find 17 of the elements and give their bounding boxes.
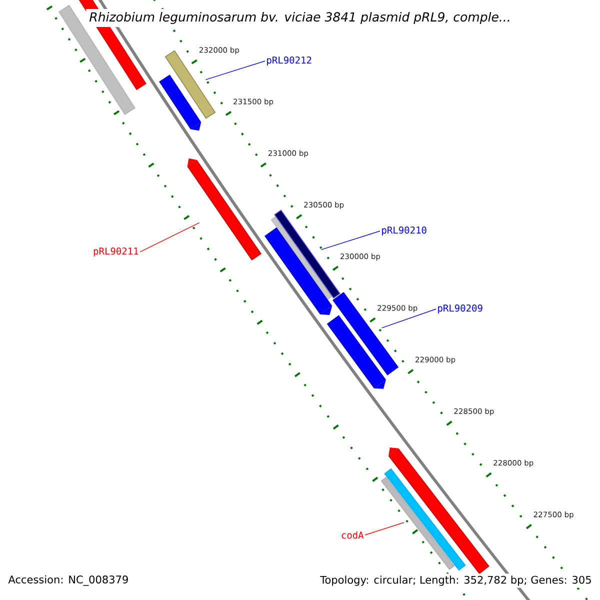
gene-bar [159, 74, 202, 131]
gene-label: pRL90209 [438, 304, 482, 314]
gene-label: pRL90212 [267, 56, 312, 66]
footer-text: Accession: NC_008379 [6, 573, 131, 588]
map-title: Rhizobium leguminosarum bv. viciae 3841 plasmid pRL9, comple... [86, 8, 514, 28]
gene-bar [326, 315, 386, 389]
leader-line [320, 230, 380, 250]
gene-label: pRL90211 [94, 247, 138, 256]
leader-line [381, 308, 436, 328]
gene-label: codA [342, 531, 364, 539]
leader-line [205, 60, 266, 80]
leader-line [364, 522, 404, 536]
gene-label: pRL90210 [382, 226, 426, 236]
gene-bar [270, 216, 332, 300]
gene-bar [384, 468, 466, 571]
footer-text: Topology: circular; Length: 352,782 bp; Genes: 305 [318, 574, 594, 588]
gene-bar [264, 227, 332, 316]
